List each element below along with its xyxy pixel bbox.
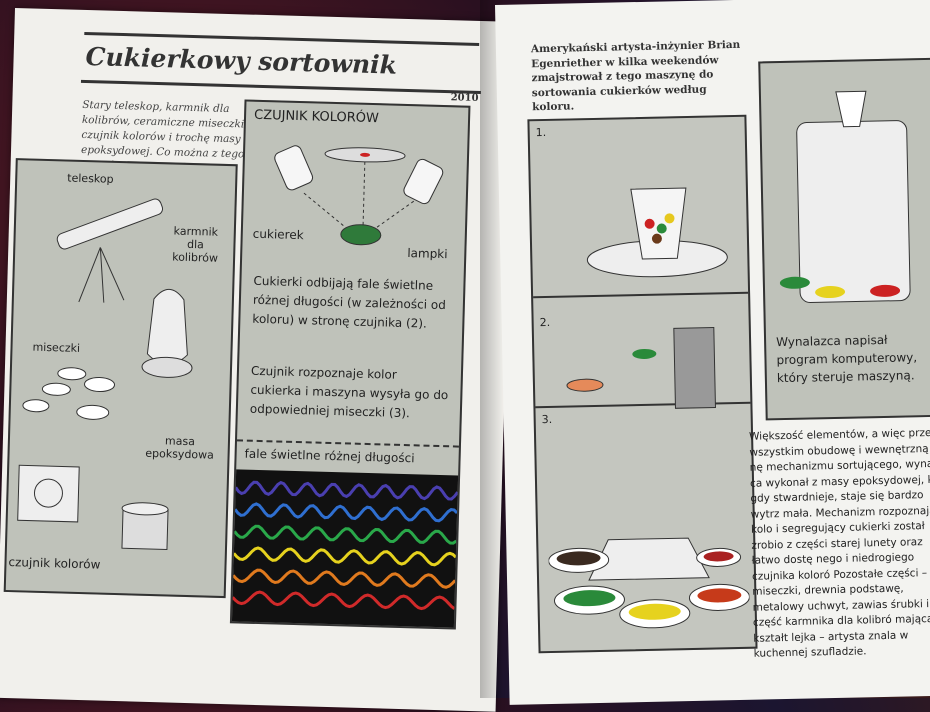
label-epoxy: masa epoksydowa (145, 434, 215, 462)
sorter-machine-illustration (779, 90, 911, 303)
body-text: Większość elementów, a więc prze wszystk… (748, 426, 930, 660)
light-wave (231, 590, 456, 611)
telescope-icon (56, 198, 164, 303)
bowls-icon (22, 367, 116, 420)
label-lamps: lampki (407, 246, 448, 262)
right-intro-text: Amerykański artysta-inżynier Brian Egenr… (530, 38, 741, 114)
label-bowls: miseczki (32, 340, 81, 355)
candy-sorter-illustration (548, 187, 750, 629)
light-waves-area (231, 469, 459, 628)
page-title: Cukierkowy sortownik (85, 41, 398, 80)
light-waves-graphic (231, 480, 459, 611)
program-caption: Wynalazca napisał program komputerowy, k… (775, 332, 918, 386)
sensor-text-1: Cukierki odbijają fale świetlne różnej d… (252, 273, 446, 331)
label-color-sensor: czujnik kolorów (8, 555, 101, 572)
parts-panel: teleskop karmnik dla kolibrów miseczki m… (3, 158, 238, 599)
light-wave (233, 502, 459, 523)
right-page: Amerykański artysta-inżynier Brian Egenr… (495, 0, 930, 705)
sensor-text-2: Czujnik rozpoznaje kolor cukierka i masz… (249, 363, 449, 421)
step-1-label: 1. (535, 125, 547, 140)
machine-comic-panel: 1. 2. 3. (527, 114, 758, 654)
label-candy: cukierek (252, 226, 304, 243)
label-telescope: teleskop (67, 171, 114, 186)
hummingbird-feeder-icon (141, 288, 193, 378)
sensor-heading: CZUJNIK KOLORÓW (253, 107, 379, 127)
year-label: 2010 (450, 92, 479, 104)
sensor-panel: CZUJNIK KOLORÓW cukierek lampki Cukierki… (229, 99, 471, 630)
left-page: Cukierkowy sortownik 2010 Stary teleskop… (0, 8, 515, 712)
program-panel: Wynalazca napisał program komputerowy, k… (758, 57, 930, 421)
label-feeder: karmnik dla kolibrów (172, 224, 219, 265)
sensor-and-pot-icon (17, 464, 169, 550)
light-wave (232, 546, 457, 567)
light-wave (232, 568, 457, 589)
sensor-diagram-icon (274, 145, 444, 246)
light-wave (233, 524, 458, 545)
title-rule-bottom (80, 79, 481, 95)
waves-caption: fale świetlne różnej długości (244, 446, 415, 466)
light-wave (234, 480, 459, 501)
